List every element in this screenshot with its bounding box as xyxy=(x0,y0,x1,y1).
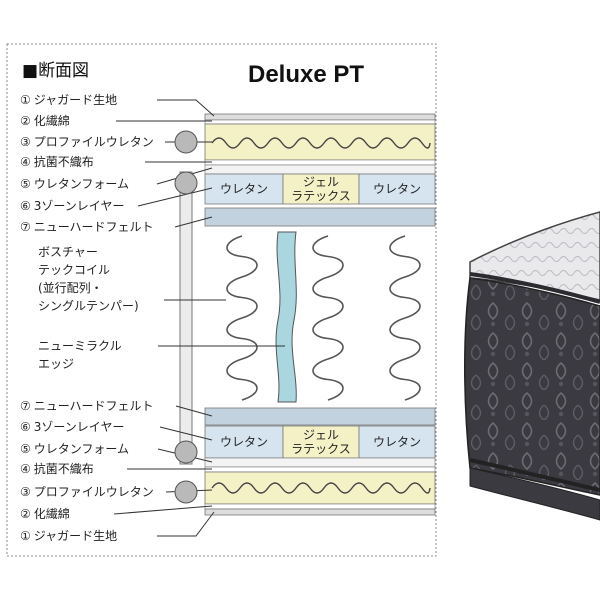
svg-text:テックコイル: テックコイル xyxy=(38,263,110,277)
felt-top xyxy=(204,207,436,227)
profile-wave-top xyxy=(211,137,431,149)
svg-text:エッジ: エッジ xyxy=(38,357,74,371)
mattress-corner-photo xyxy=(464,211,600,521)
coil-label: ボスチャー テックコイル (並行配列・ シングルテンパー) xyxy=(38,245,139,313)
svg-text:シングルテンパー): シングルテンパー) xyxy=(38,299,139,313)
zone-gel-bottom xyxy=(282,425,360,459)
pointer-bulb-icon xyxy=(174,440,198,464)
profile-urethane-top xyxy=(204,123,436,161)
section-title: ■断面図 xyxy=(22,61,89,81)
zone-center-label-top-1: ジェル xyxy=(303,175,339,189)
zone-urethane-left-bottom xyxy=(204,425,284,459)
miracle-edge-support xyxy=(275,231,297,403)
fiber-bottom xyxy=(204,503,436,510)
zone-center-label-top-2: ラテックス xyxy=(291,189,351,203)
pocket-coil-right xyxy=(389,235,421,401)
nonwoven-bottom xyxy=(204,466,436,473)
pointer-bulb-icon xyxy=(174,480,198,504)
side-frame xyxy=(179,171,193,465)
svg-text:(並行配列・: (並行配列・ xyxy=(38,281,103,295)
foam-bottom xyxy=(204,457,436,468)
jacquard-top xyxy=(204,113,436,121)
pocket-coil-center xyxy=(312,235,344,401)
pointer-bulb-icon xyxy=(174,130,198,154)
zone-right-label-top: ウレタン xyxy=(373,182,421,196)
model-name: Deluxe PT xyxy=(248,61,364,88)
zone-center-label-bottom-2: ラテックス xyxy=(291,442,351,456)
foam-top xyxy=(204,164,436,175)
jacquard-bottom xyxy=(204,508,436,516)
profile-wave-bottom xyxy=(211,482,431,494)
nonwoven-top xyxy=(204,159,436,166)
zone-left-label-bottom: ウレタン xyxy=(220,435,268,449)
svg-text:ボスチャー: ボスチャー xyxy=(38,245,98,259)
zone-center-label-bottom-1: ジェル xyxy=(303,428,339,442)
zone-right-label-bottom: ウレタン xyxy=(373,435,421,449)
fiber-top xyxy=(204,119,436,125)
pointer-bulb-icon xyxy=(174,171,198,195)
edge-label: ニューミラクル エッジ xyxy=(38,339,122,371)
felt-bottom xyxy=(204,407,436,426)
zone-left-label-top: ウレタン xyxy=(220,182,268,196)
zone-urethane-right-top xyxy=(358,173,436,205)
pocket-coil-left xyxy=(226,235,258,401)
svg-text:ニューミラクル: ニューミラクル xyxy=(38,339,122,353)
zone-urethane-left-top xyxy=(204,173,284,205)
